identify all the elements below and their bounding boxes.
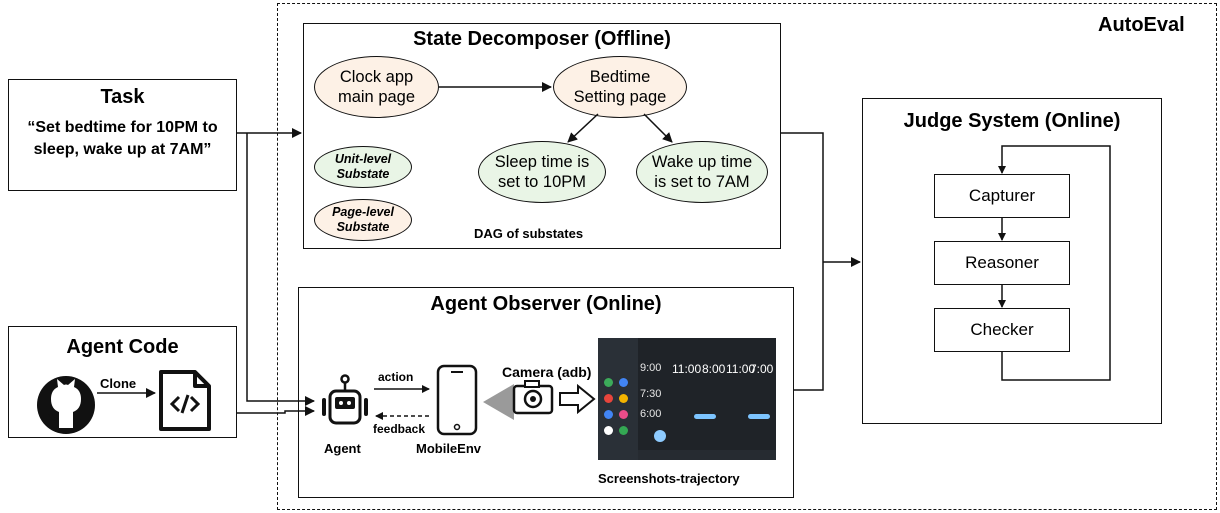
bedtime-to-sleep-arrow xyxy=(567,113,599,143)
bedtime-to-wake-arrow xyxy=(643,113,673,143)
mobileenv-label: MobileEnv xyxy=(416,441,482,456)
autoeval-label: AutoEval xyxy=(1098,14,1185,36)
screen-toggle-1 xyxy=(694,414,716,419)
task-title: Task xyxy=(100,86,145,108)
task-to-agent-line xyxy=(246,133,315,406)
screen-time-5: 8:00 xyxy=(702,362,726,376)
outline-arrow-icon xyxy=(559,383,596,415)
screenshots-trajectory: 9:00 7:30 6:00 11:00 8:00 11:00 7:00 xyxy=(598,338,776,460)
phone-icon xyxy=(436,364,478,436)
checker-loop-line xyxy=(998,145,1111,381)
robot-agent-icon xyxy=(322,374,368,425)
task-box xyxy=(8,79,237,191)
agent-code-title: Agent Code xyxy=(66,336,179,358)
screen-time-6: 11:00 xyxy=(726,362,756,376)
screen-column-1 xyxy=(598,338,638,460)
screen-time-1: 9:00 xyxy=(640,362,662,374)
camera-icon xyxy=(512,380,554,415)
decomposer-to-judge-line xyxy=(781,132,824,262)
camera-label: Camera (adb) xyxy=(502,364,592,380)
screen-toggle-2 xyxy=(748,414,770,419)
task-line-2: sleep, wake up at 7AM” xyxy=(33,141,212,158)
screen-time-3: 6:00 xyxy=(640,408,662,420)
feedback-label: feedback xyxy=(373,422,426,436)
agent-label: Agent xyxy=(324,441,361,456)
task-description: “Set bedtime for 10PM to sleep, wake up … xyxy=(8,117,237,161)
screenshots-label: Screenshots-trajectory xyxy=(598,471,740,486)
observer-to-judge-line xyxy=(794,262,824,391)
capturer-box: Capturer xyxy=(934,174,1070,218)
clone-label: Clone xyxy=(100,376,137,391)
judge-system-title: Judge System (Online) xyxy=(903,110,1121,132)
screen-time-7: 7:00 xyxy=(750,362,774,376)
screen-bottom-bar xyxy=(638,450,776,460)
screen-time-4: 11:00 xyxy=(672,362,702,376)
projection-wedge-icon xyxy=(483,384,514,420)
dag-label: DAG of substates xyxy=(474,226,584,241)
action-label: action xyxy=(378,370,414,384)
screen-time-2: 7:30 xyxy=(640,388,662,400)
code-to-agent-line xyxy=(237,406,315,416)
task-line-1: “Set bedtime for 10PM to xyxy=(27,119,218,136)
screen-fab xyxy=(654,430,666,442)
code-file-icon xyxy=(159,370,211,431)
checker-box: Checker xyxy=(934,308,1070,352)
github-logo-icon xyxy=(37,376,95,434)
app-icon-grid xyxy=(602,376,632,446)
autoeval-region xyxy=(277,3,1217,510)
agent-observer-title: Agent Observer (Online) xyxy=(430,293,662,315)
reasoner-box: Reasoner xyxy=(934,241,1070,285)
state-decomposer-title: State Decomposer (Offline) xyxy=(413,28,671,50)
